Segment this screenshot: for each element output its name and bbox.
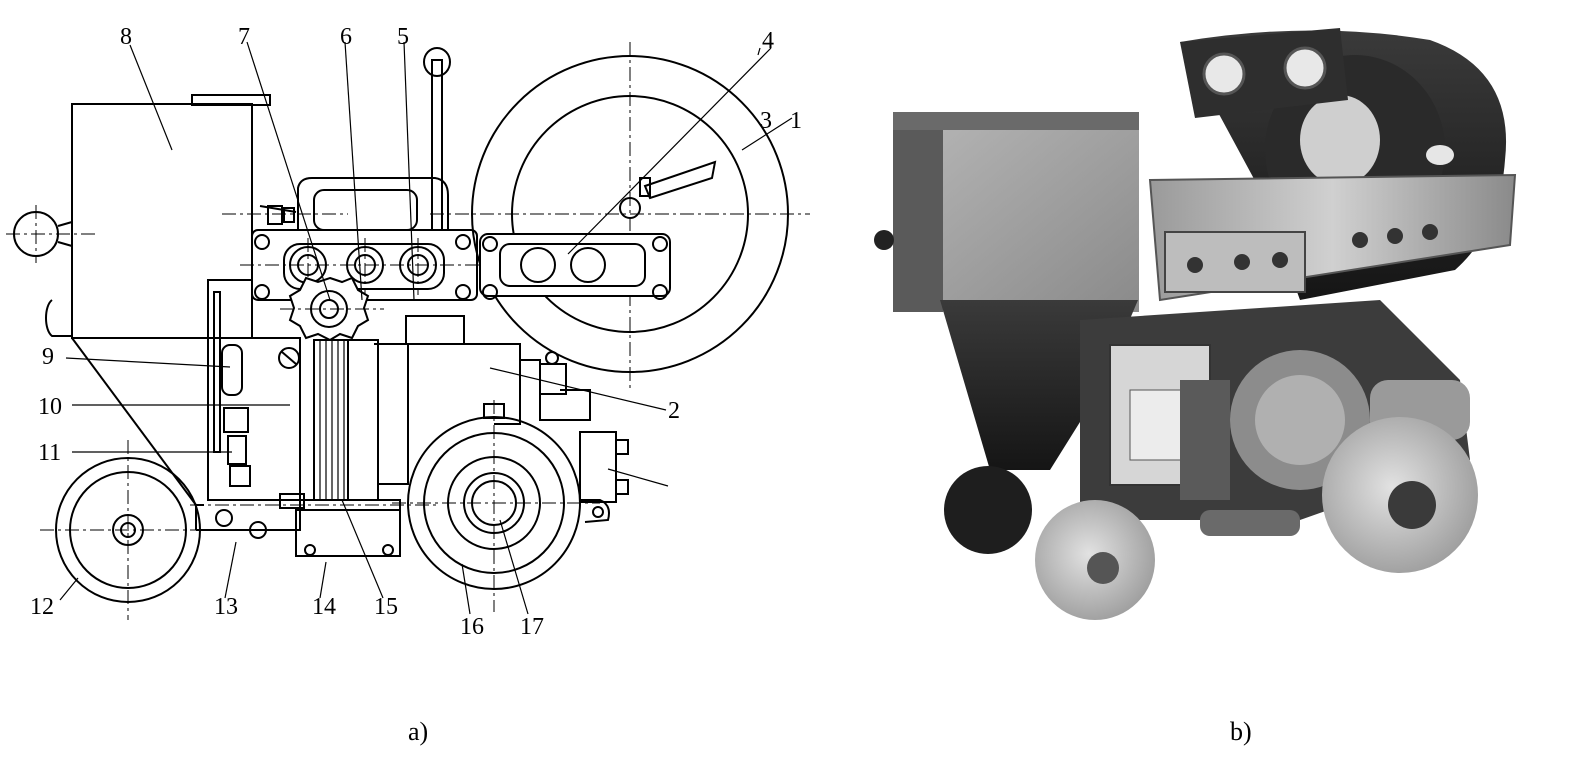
callout-8: 8 bbox=[120, 24, 132, 50]
panel-a-caption: a) bbox=[408, 717, 428, 746]
callout-12: 12 bbox=[30, 594, 54, 620]
panel-b-photo: b) bbox=[874, 28, 1517, 746]
chassis-base bbox=[190, 493, 440, 557]
straightener-arm bbox=[479, 160, 717, 300]
frame-plate bbox=[240, 229, 500, 301]
gearbox bbox=[579, 431, 629, 523]
callout-1: 1 bbox=[790, 108, 802, 134]
callout-13: 13 bbox=[214, 594, 238, 620]
callout-labels: 1 2 3 4 5 6 7 8 9 10 11 12 13 14 15 16 1… bbox=[30, 24, 802, 640]
leader-lines bbox=[59, 41, 793, 615]
front-wheel bbox=[392, 400, 600, 612]
photo-wheels bbox=[944, 417, 1478, 620]
top-handle bbox=[222, 177, 449, 231]
callout-6: 6 bbox=[340, 24, 352, 50]
callout-3: 3 bbox=[760, 108, 772, 134]
motor-housing bbox=[374, 315, 591, 485]
rear-wheel bbox=[40, 440, 220, 620]
callout-4: 4 bbox=[762, 28, 774, 54]
lever-post bbox=[423, 47, 451, 231]
callout-2: 2 bbox=[668, 398, 680, 424]
callout-17: 17 bbox=[520, 614, 544, 640]
callout-9: 9 bbox=[42, 344, 54, 370]
drive-column bbox=[313, 339, 379, 501]
hopper-box bbox=[45, 94, 271, 506]
callout-15: 15 bbox=[374, 594, 398, 620]
photo-bracket-arm bbox=[1148, 173, 1517, 302]
star-knob bbox=[280, 276, 384, 342]
wire-reel bbox=[430, 42, 810, 392]
callout-16: 16 bbox=[460, 614, 484, 640]
side-plate bbox=[207, 279, 301, 501]
callout-11: 11 bbox=[38, 440, 61, 466]
callout-14: 14 bbox=[312, 594, 336, 620]
panel-b-caption: b) bbox=[1230, 717, 1252, 746]
side-knob bbox=[6, 205, 96, 263]
feed-rollers bbox=[289, 238, 437, 295]
callout-7: 7 bbox=[238, 24, 250, 50]
callout-5: 5 bbox=[397, 24, 409, 50]
panel-a-drawing: 1 2 3 4 5 6 7 8 9 10 11 12 13 14 15 16 1… bbox=[6, 24, 810, 746]
callout-10: 10 bbox=[38, 394, 62, 420]
